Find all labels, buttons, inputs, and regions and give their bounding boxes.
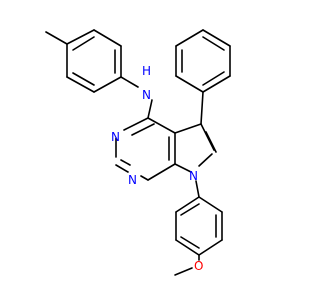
bond — [198, 196, 223, 213]
bond — [120, 159, 131, 166]
structure-canvas: N H N N N O — [45, 29, 231, 276]
bond — [175, 29, 204, 47]
pyrrole-n7-label: N — [189, 169, 198, 183]
bond — [174, 123, 202, 134]
methoxyphenyl-ring — [175, 196, 223, 256]
bond — [175, 75, 204, 93]
bond-double — [180, 236, 200, 249]
bond — [93, 29, 122, 47]
bond — [174, 163, 192, 173]
bond — [66, 29, 95, 45]
pyrimidine-ring — [115, 117, 176, 181]
bond — [123, 117, 149, 131]
bond-double — [72, 72, 95, 86]
bond-n7-aryl — [195, 180, 200, 198]
bond — [202, 75, 231, 93]
amine-n-label: N — [142, 88, 151, 102]
bond — [140, 175, 149, 181]
bond — [93, 76, 122, 93]
phenyl-ring — [175, 29, 231, 93]
bond-tolyl-nh — [120, 76, 139, 88]
bond — [115, 164, 129, 173]
bond — [202, 29, 231, 47]
bond-double — [72, 36, 95, 51]
bond-double — [202, 71, 225, 86]
bond — [147, 117, 176, 134]
bond-c5-phenyl — [200, 91, 204, 125]
methoxy-o-label: O — [194, 259, 203, 273]
bond — [205, 131, 217, 153]
bond-double — [180, 203, 200, 216]
bond-nh-c4 — [147, 99, 153, 119]
bond — [66, 76, 95, 93]
bond — [175, 239, 200, 256]
bond-o-methyl — [174, 267, 193, 276]
bond — [198, 153, 213, 167]
bond — [147, 163, 176, 181]
bond — [198, 239, 223, 256]
molecule-structure: N H N N N O — [45, 29, 231, 276]
bond — [175, 196, 200, 213]
pyrimidine-n3-label: N — [128, 173, 137, 187]
bond-methyl — [45, 31, 68, 45]
bond-double — [202, 36, 225, 51]
pyrrole-ring — [174, 123, 217, 173]
pyrimidine-n1-label: N — [111, 130, 120, 144]
bond — [200, 123, 215, 151]
tolyl-ring — [66, 29, 122, 93]
bond — [131, 123, 155, 136]
amine-h-label: H — [142, 64, 151, 78]
